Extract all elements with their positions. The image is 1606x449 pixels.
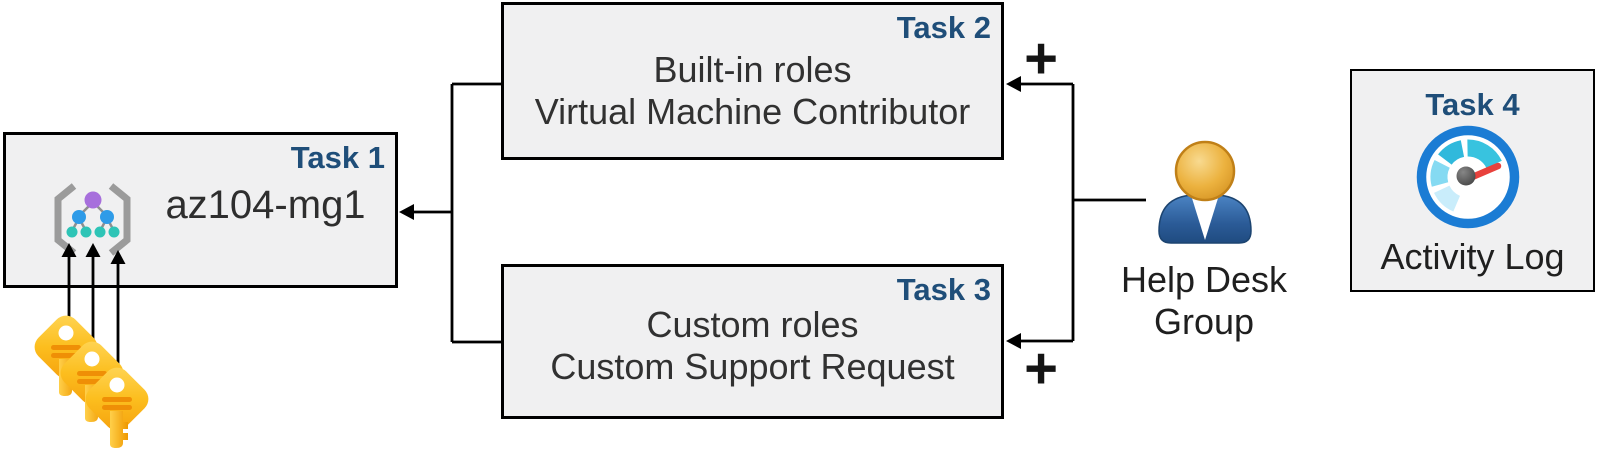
task3-box: Task 3 Custom roles Custom Support Reque… bbox=[501, 264, 1004, 419]
task2-line2: Virtual Machine Contributor bbox=[534, 91, 971, 132]
keys-icon bbox=[29, 310, 154, 448]
task2-label: Task 2 bbox=[896, 10, 991, 45]
key-icon bbox=[80, 362, 154, 448]
help-desk-group-label: Help Desk Group bbox=[1104, 259, 1304, 343]
task2-line1: Built-in roles bbox=[653, 49, 852, 90]
task3-line2: Custom Support Request bbox=[550, 346, 955, 387]
key-icon bbox=[29, 310, 103, 396]
task1-title: az104-mg1 bbox=[165, 183, 366, 227]
task2-text: Built-in roles Virtual Machine Contribut… bbox=[504, 49, 1001, 133]
task3-text: Custom roles Custom Support Request bbox=[504, 304, 1001, 388]
task2-box: Task 2 Built-in roles Virtual Machine Co… bbox=[501, 2, 1004, 160]
connector-roles-to-mg bbox=[413, 82, 502, 344]
task4-label: Task 4 bbox=[1425, 87, 1520, 122]
task4-box: Task 4 Activity Log bbox=[1350, 69, 1595, 292]
task4-caption: Activity Log bbox=[1380, 236, 1565, 277]
help-desk-group-line2: Group bbox=[1153, 301, 1255, 342]
task3-line1: Custom roles bbox=[646, 304, 859, 345]
user-icon bbox=[1158, 140, 1252, 244]
plus-icon: + bbox=[1024, 335, 1058, 401]
task3-label: Task 3 bbox=[896, 272, 991, 307]
plus-icon: + bbox=[1024, 25, 1058, 91]
task1-label: Task 1 bbox=[290, 140, 385, 175]
task1-box: Task 1 az104-mg1 bbox=[3, 132, 398, 288]
help-desk-group-line1: Help Desk bbox=[1120, 259, 1288, 300]
key-icon bbox=[55, 336, 129, 422]
arrowhead-into-task1 bbox=[399, 204, 414, 220]
